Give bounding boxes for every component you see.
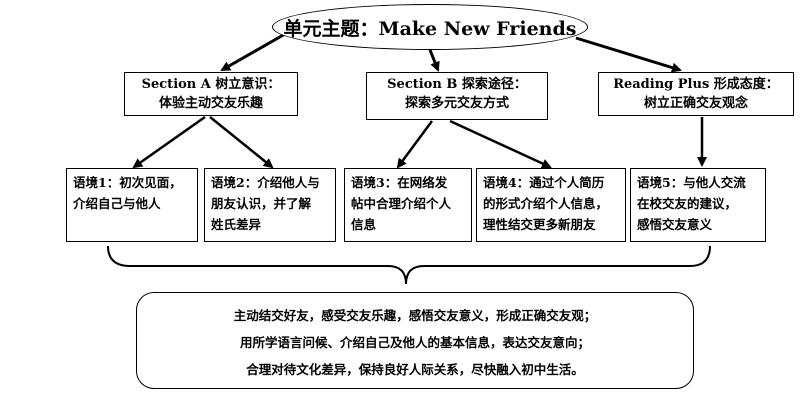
section-a-heading: Section A 树立意识： bbox=[141, 77, 281, 92]
section-b-box: Section B 探索途径： 探索多元交友方式 bbox=[366, 72, 548, 120]
context-3-box: 语境3：在网络发 帖中合理介绍个人 信息 bbox=[344, 168, 472, 242]
arrow-title-to-section-b bbox=[428, 49, 440, 72]
reading-plus-subheading: 树立正确交友观念 bbox=[643, 96, 748, 111]
arrow-title-to-reading-plus bbox=[575, 36, 682, 73]
context-4-line-1: 语境4：通过个人简历 bbox=[483, 175, 605, 190]
context-1-line-2: 介绍自己与他人 bbox=[73, 196, 161, 211]
summary-line-3: 合理对待文化差异，保持良好人际关系，尽快融入初中生活。 bbox=[246, 362, 584, 377]
section-a-subheading: 体验主动交友乐趣 bbox=[158, 96, 263, 111]
context-4-line-3: 理性结交更多新朋友 bbox=[483, 217, 596, 232]
grouping-brace bbox=[107, 245, 711, 285]
context-1-line-1: 语境1：初次见面， bbox=[73, 175, 182, 190]
context-1-box: 语境1：初次见面， 介绍自己与他人 bbox=[66, 168, 198, 242]
arrow-section-b-to-context-3 bbox=[396, 120, 434, 169]
context-5-box: 语境5：与他人交流 在校交友的建议， 感悟交友意义 bbox=[630, 168, 766, 242]
context-5-line-1: 语境5：与他人交流 bbox=[637, 175, 746, 190]
context-5-line-2: 在校交友的建议， bbox=[637, 196, 738, 211]
context-3-line-1: 语境3：在网络发 bbox=[351, 175, 448, 190]
arrow-section-a-to-context-1 bbox=[132, 115, 206, 169]
context-2-line-1: 语境2：介绍他人与 bbox=[211, 175, 320, 190]
arrow-title-to-section-a bbox=[220, 32, 286, 72]
context-4-line-2: 的形式介绍个人信息， bbox=[483, 196, 609, 211]
context-3-line-2: 帖中合理介绍个人 bbox=[351, 196, 452, 211]
summary-line-1: 主动结交好友，感受交友乐趣，感悟交友意义，形成正确交友观； bbox=[233, 308, 597, 323]
section-b-subheading: 探索多元交友方式 bbox=[404, 96, 509, 111]
section-a-box: Section A 树立意识： 体验主动交友乐趣 bbox=[124, 72, 298, 116]
context-3-line-3: 信息 bbox=[351, 217, 377, 232]
context-2-box: 语境2：介绍他人与 朋友认识，并了解 姓氏差异 bbox=[204, 168, 336, 242]
summary-box: 主动结交好友，感受交友乐趣，感悟交友意义，形成正确交友观； 用所学语言问候、介绍… bbox=[136, 292, 694, 389]
context-4-box: 语境4：通过个人简历 的形式介绍个人信息， 理性结交更多新朋友 bbox=[476, 168, 626, 242]
unit-theme-title: 单元主题：Make New Friends bbox=[272, 4, 588, 50]
context-2-line-2: 朋友认识，并了解 bbox=[211, 196, 312, 211]
context-5-line-3: 感悟交友意义 bbox=[637, 217, 713, 232]
summary-line-2: 用所学语言问候、介绍自己及他人的基本信息，表达交友意向； bbox=[239, 335, 590, 350]
arrow-section-a-to-context-2 bbox=[209, 116, 274, 169]
section-b-heading: Section B 探索途径： bbox=[387, 77, 527, 92]
context-2-line-3: 姓氏差异 bbox=[211, 217, 262, 232]
reading-plus-box: Reading Plus 形成态度： 树立正确交友观念 bbox=[598, 72, 794, 116]
reading-plus-heading: Reading Plus 形成态度： bbox=[613, 77, 779, 92]
arrow-section-b-to-context-4 bbox=[449, 119, 552, 169]
